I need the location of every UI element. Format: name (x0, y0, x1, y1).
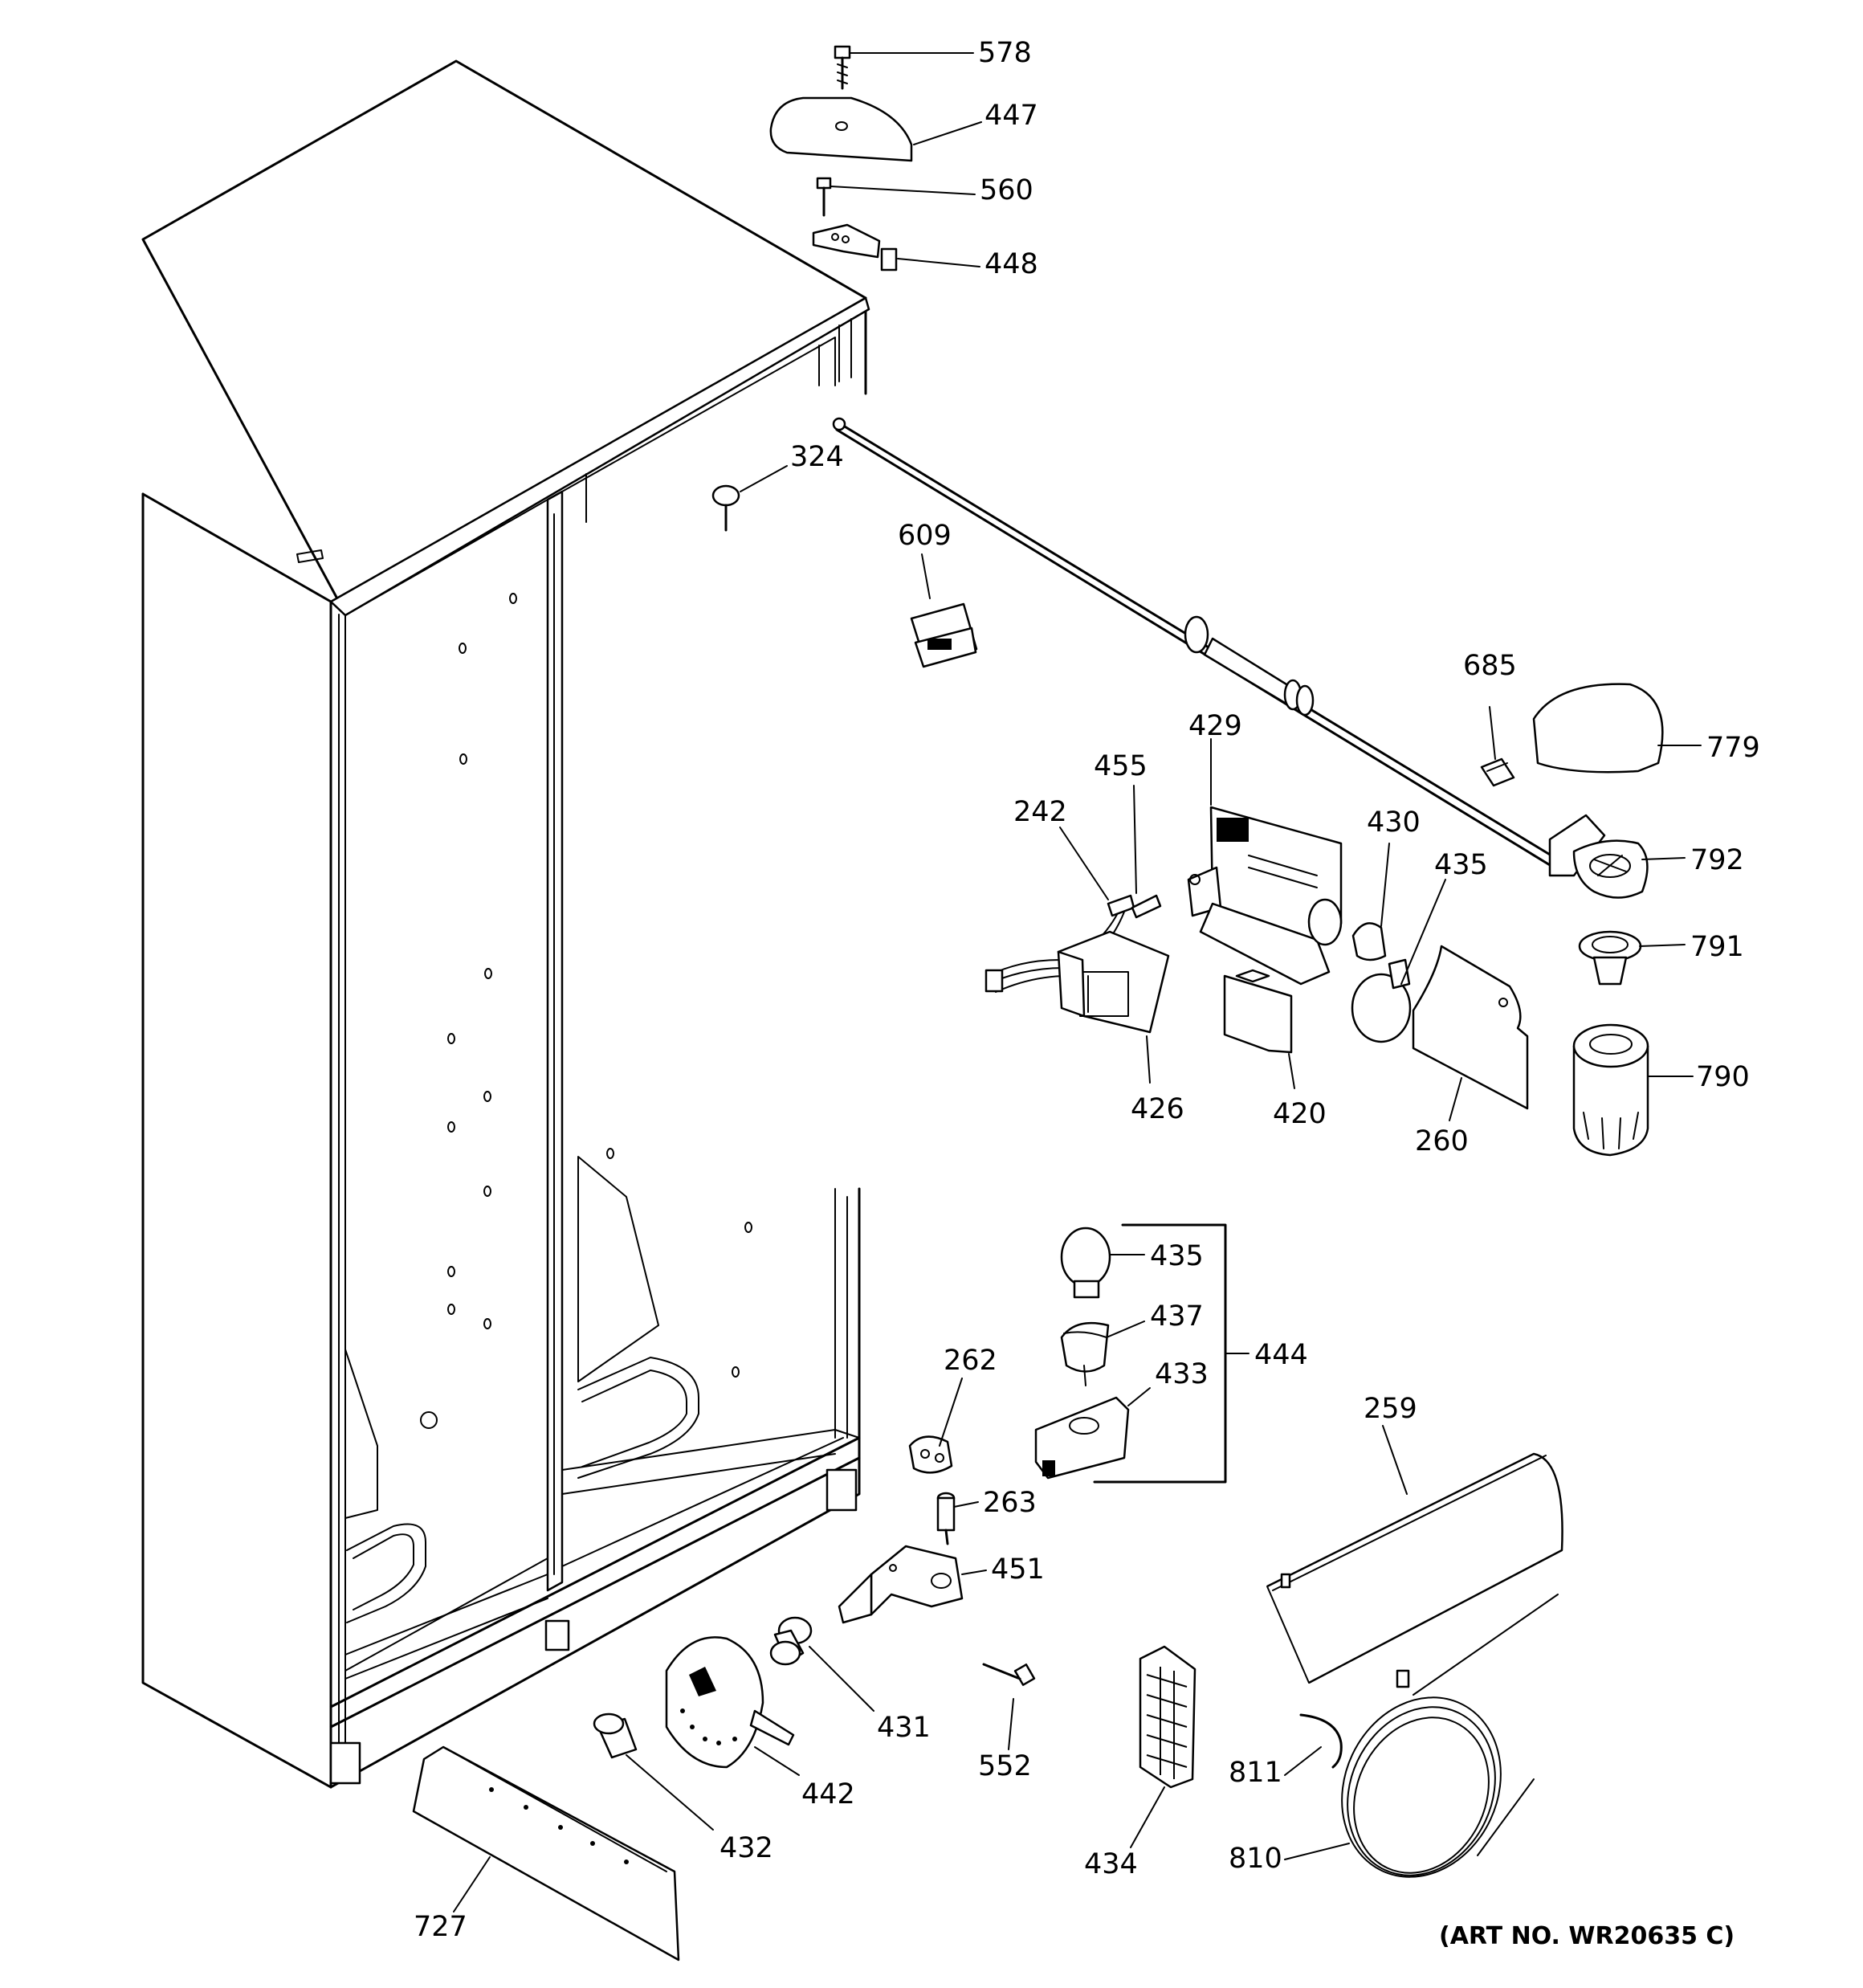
callout-429: 429 (1188, 710, 1242, 742)
filter-housing-792 (1548, 814, 1649, 899)
callout-431: 431 (877, 1712, 931, 1744)
callout-242: 242 (1013, 796, 1067, 828)
switch-609 (910, 602, 978, 668)
callout-442: 442 (801, 1778, 855, 1810)
water-line-810 (1341, 1594, 1559, 1878)
art-number: (ART NO. WR20635 C) (1439, 1922, 1735, 1950)
callout-451: 451 (991, 1553, 1045, 1586)
callout-259: 259 (1364, 1393, 1417, 1425)
hinge-screw-560 (816, 177, 832, 217)
fitting-685 (1480, 757, 1515, 787)
bottom-hinge-451 (838, 1545, 964, 1624)
callout-263: 263 (983, 1487, 1037, 1519)
callout-779: 779 (1706, 732, 1760, 764)
callout-435-lower: 435 (1150, 1240, 1204, 1272)
callout-labels: 578 447 560 448 324 609 685 779 429 455 … (414, 37, 1760, 1950)
callout-792: 792 (1690, 844, 1744, 876)
cover-420 (1223, 969, 1293, 1054)
callout-437: 437 (1150, 1300, 1204, 1333)
hinge-screw-578 (834, 45, 851, 90)
callout-609: 609 (898, 520, 952, 552)
leader-lines (453, 52, 1702, 1912)
callout-433: 433 (1155, 1358, 1209, 1390)
connector-455 (1131, 894, 1162, 919)
filter-cover-779 (1532, 683, 1664, 774)
callout-455: 455 (1094, 750, 1148, 782)
callout-560: 560 (980, 174, 1033, 206)
callout-324: 324 (790, 441, 844, 473)
callout-727: 727 (414, 1911, 467, 1943)
screw-552 (982, 1663, 1036, 1686)
filter-bypass-791 (1578, 930, 1642, 986)
duct-cover-259 (1266, 1452, 1563, 1684)
refrigerator-cabinet (141, 59, 870, 1789)
callout-444: 444 (1254, 1339, 1308, 1371)
callout-262: 262 (944, 1345, 997, 1377)
light-housing-426 (1057, 930, 1170, 1034)
callout-578: 578 (978, 37, 1032, 69)
cam-262 (908, 1435, 953, 1474)
plug-button-324 (711, 484, 740, 532)
callout-260: 260 (1415, 1125, 1469, 1157)
top-hinge-448 (812, 223, 898, 271)
kickplate-727 (412, 1745, 680, 1961)
clip-811 (1299, 1713, 1343, 1769)
callout-448: 448 (984, 248, 1038, 280)
callout-811: 811 (1229, 1757, 1282, 1789)
grille-434 (1139, 1645, 1196, 1789)
control-box-429 (1187, 806, 1343, 986)
damper-motor-442 (665, 1636, 795, 1769)
callout-685: 685 (1463, 650, 1517, 682)
pin-263 (936, 1492, 956, 1545)
callout-447: 447 (984, 100, 1038, 132)
hinge-cover-447 (769, 96, 913, 162)
callout-552: 552 (978, 1750, 1032, 1782)
light-bulb-435a (1351, 958, 1412, 1043)
callout-430: 430 (1367, 806, 1421, 839)
lamp-socket-430 (1351, 922, 1387, 961)
water-tube-assembly (832, 417, 1559, 869)
callout-791: 791 (1690, 931, 1744, 963)
shield-260 (1412, 945, 1529, 1110)
callout-434: 434 (1084, 1848, 1138, 1880)
callout-435-upper: 435 (1434, 849, 1488, 881)
water-filter-790 (1572, 1023, 1649, 1157)
callout-426: 426 (1131, 1093, 1184, 1125)
callout-420: 420 (1273, 1098, 1327, 1130)
bushing-431 (769, 1616, 813, 1666)
callout-432: 432 (720, 1832, 773, 1864)
callout-810: 810 (1229, 1843, 1282, 1875)
callout-790: 790 (1696, 1061, 1750, 1093)
spacer-432 (593, 1712, 638, 1759)
